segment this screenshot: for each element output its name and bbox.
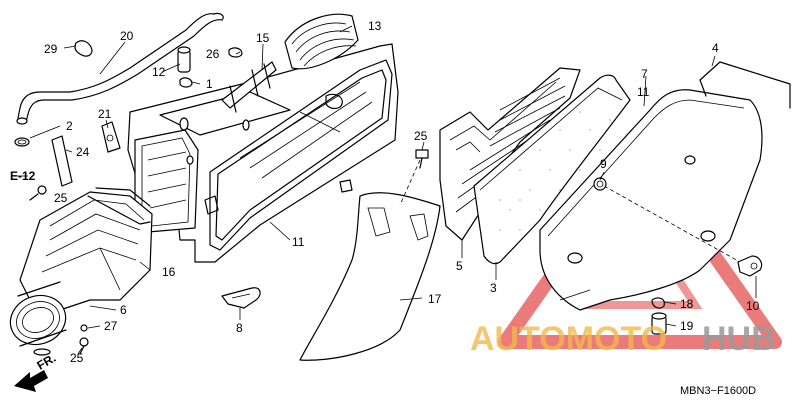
clip-29	[63, 40, 93, 57]
screw-10	[737, 255, 763, 277]
filter-element-3	[473, 74, 631, 265]
callout-6: 6	[120, 303, 127, 317]
drain-plug-12	[177, 46, 193, 88]
clip-26	[228, 47, 243, 58]
callout-5: 5	[456, 259, 463, 273]
callout-8: 8	[236, 321, 243, 335]
callout-7: 7	[641, 67, 648, 81]
callout-13: 13	[368, 19, 382, 33]
watermark-text: AUTOMOTO HUB	[470, 320, 776, 358]
callout-19: 19	[680, 319, 694, 333]
callout-21: 21	[98, 107, 112, 121]
callout-1: 1	[206, 77, 213, 91]
callout-23: 24	[76, 145, 90, 159]
watermark-hub: HUB	[702, 320, 776, 358]
callout-20: 20	[120, 29, 134, 43]
hose-clamp-2	[14, 125, 61, 147]
callout-11-cover: 11	[637, 85, 650, 99]
callout-29: 29	[44, 42, 58, 56]
callout-9: 9	[600, 157, 607, 171]
callout-27: 27	[104, 319, 118, 333]
callout-2: 2	[66, 119, 73, 133]
screw-27	[80, 324, 88, 332]
grommet-18	[651, 297, 665, 309]
callout-17: 16	[162, 265, 176, 279]
callout-3: 3	[490, 281, 497, 295]
screw-25-lower	[79, 337, 89, 355]
callout-4: 4	[712, 41, 719, 55]
callout-16: 17	[428, 292, 442, 306]
grommet-9	[593, 177, 607, 191]
callout-11-housing: 11	[292, 235, 305, 249]
callout-12: 12	[152, 65, 166, 79]
cover-16	[299, 159, 441, 361]
reference-tag-e12: E-12	[10, 169, 36, 183]
callout-15: 15	[256, 31, 270, 45]
callout-24: 25	[414, 129, 428, 143]
callouts: 29 20 12 1 26 15 13 2 21 24 E-12 25 11 1…	[10, 19, 760, 397]
collar-19	[651, 312, 667, 335]
callout-25-upper: 25	[54, 191, 68, 205]
bracket-21	[101, 121, 121, 153]
screw-24	[415, 149, 429, 169]
bracket-15	[221, 61, 277, 113]
breather-tube	[16, 12, 224, 125]
side-cover-gasket-4	[699, 61, 791, 109]
connecting-tube-17	[19, 187, 153, 311]
callout-10: 10	[746, 299, 760, 313]
filter-cap-13	[284, 13, 359, 70]
air-cleaner-housing	[127, 43, 399, 263]
callout-26: 26	[206, 47, 220, 61]
clip-8	[221, 287, 261, 309]
callout-25-lower: 25	[70, 351, 84, 365]
watermark-automoto: AUTOMOTO	[470, 320, 667, 358]
leader-lines	[14, 25, 757, 355]
diagram-code: MBN3−F1600D	[680, 385, 756, 397]
front-direction-arrow	[14, 370, 48, 392]
strap-23	[51, 135, 73, 187]
screw-25-upper	[29, 185, 47, 201]
callout-18: 18	[680, 297, 694, 311]
intake-boot-6	[9, 281, 67, 356]
